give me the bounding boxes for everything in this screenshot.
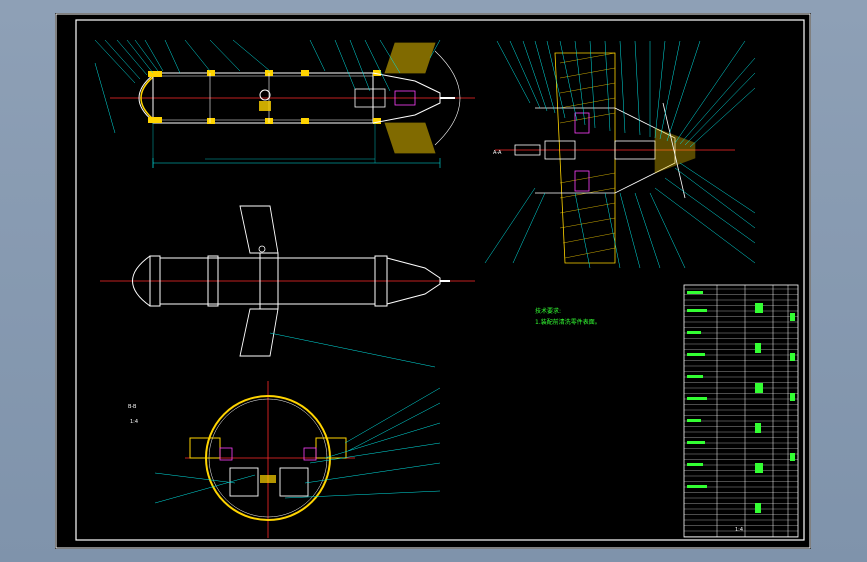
cross-section-view: B-B 1:4 bbox=[128, 381, 441, 538]
section-scale: 1:4 bbox=[130, 419, 138, 425]
drawing-sheet: A-A bbox=[55, 13, 811, 549]
tail-detail-view: A-A bbox=[484, 40, 756, 269]
cad-drawing: A-A bbox=[55, 13, 811, 549]
tech-requirements-title: 技术要求: bbox=[535, 307, 561, 315]
section-mark-b: B-B bbox=[128, 404, 137, 410]
section-mark-a: A-A bbox=[493, 150, 502, 156]
parts-list-table: 1:4 bbox=[683, 284, 799, 538]
tech-requirements-line-1: 1.装配前清洗零件表面。 bbox=[535, 318, 601, 326]
outer-frame bbox=[55, 13, 811, 549]
hull-section-view bbox=[94, 39, 475, 168]
hull-plan-view bbox=[100, 205, 475, 368]
inner-frame bbox=[75, 19, 805, 541]
title-block-scale: 1:4 bbox=[735, 527, 743, 533]
